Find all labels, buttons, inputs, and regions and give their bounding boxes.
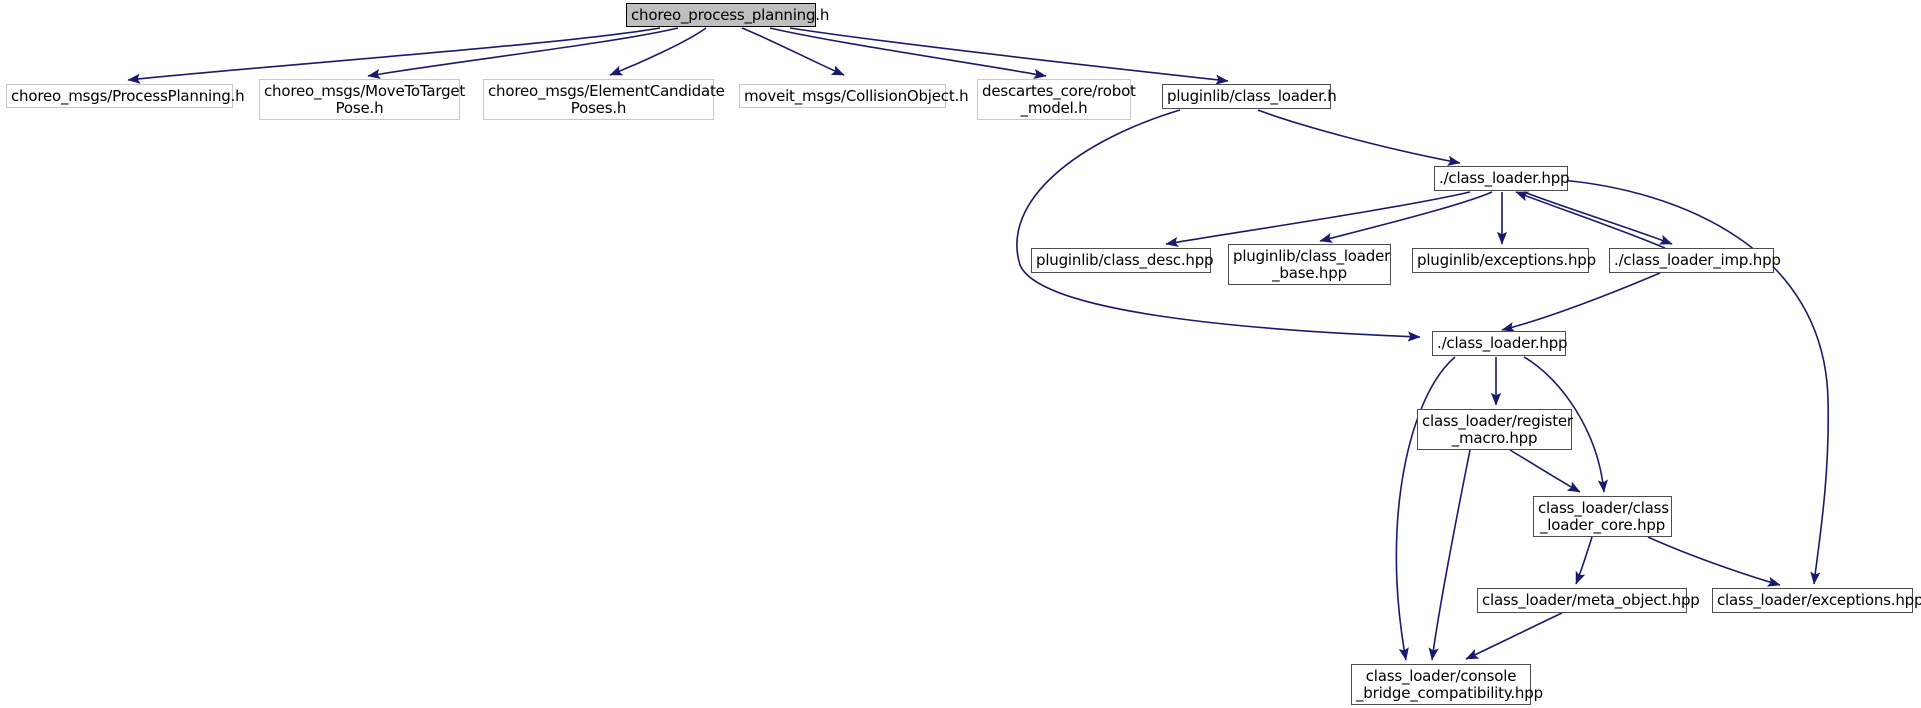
graph-node-pluginlibcl[interactable]: pluginlib/class_loader.h	[1162, 84, 1337, 109]
graph-node-regmacro[interactable]: class_loader/register _macro.hpp	[1417, 409, 1573, 450]
graph-edge-root-collisionobject	[741, 27, 845, 76]
graph-node-root[interactable]: choreo_process_planning.h	[626, 3, 830, 27]
graph-node-label: ./class_loader_imp.hpp	[1614, 251, 1781, 269]
graph-edge-clhppmid-console	[1395, 356, 1456, 661]
graph-edge-clcore-clexceptions	[1647, 536, 1781, 587]
graph-edge-pluginlibcl-clhpptop	[1257, 109, 1461, 166]
graph-node-label: moveit_msgs/CollisionObject.h	[744, 86, 969, 105]
graph-node-clcore[interactable]: class_loader/class _loader_core.hpp	[1533, 496, 1672, 537]
graph-node-label: class_loader/class _loader_core.hpp	[1538, 498, 1669, 534]
graph-node-label: class_loader/console _bridge_compatibili…	[1356, 666, 1543, 702]
graph-node-clhpp_mid[interactable]: ./class_loader.hpp	[1432, 331, 1568, 356]
graph-edge-pluginlibcl-clhppmid	[1016, 109, 1421, 342]
graph-edge-root-elementcand	[609, 27, 707, 76]
graph-node-label: ./class_loader.hpp	[1439, 169, 1570, 187]
graph-node-classdesc[interactable]: pluginlib/class_desc.hpp	[1031, 248, 1214, 273]
graph-node-plexceptions[interactable]: pluginlib/exceptions.hpp	[1412, 248, 1596, 273]
graph-node-robotmodel[interactable]: descartes_core/robot _model.h	[977, 79, 1136, 120]
graph-edge-regmacro-console	[1428, 449, 1471, 661]
graph-node-label: ./class_loader.hpp	[1437, 334, 1568, 352]
graph-node-label: class_loader/exceptions.hpp	[1717, 591, 1921, 609]
graph-node-label: choreo_msgs/ProcessPlanning.h	[11, 86, 245, 105]
graph-edge-root-movetotarget	[367, 27, 679, 80]
graph-node-label: pluginlib/class_desc.hpp	[1036, 251, 1214, 269]
graph-node-metaobject[interactable]: class_loader/meta_object.hpp	[1477, 588, 1700, 613]
graph-edge-clhpptop-classdesc	[1165, 191, 1471, 248]
graph-edge-root-processplanning	[127, 27, 661, 84]
graph-node-clhppimp[interactable]: ./class_loader_imp.hpp	[1609, 248, 1781, 273]
graph-edge-root-pluginlibcl	[789, 27, 1229, 85]
graph-node-label: descartes_core/robot _model.h	[982, 81, 1136, 117]
graph-node-label: pluginlib/exceptions.hpp	[1417, 251, 1596, 269]
graph-edge-clhpptop-clbase	[1319, 191, 1493, 243]
graph-node-clbase[interactable]: pluginlib/class_loader _base.hpp	[1228, 244, 1391, 285]
graph-edge-clhppimp-clhppmid	[1501, 272, 1661, 333]
graph-node-elementcand[interactable]: choreo_msgs/ElementCandidate Poses.h	[483, 79, 725, 120]
graph-node-label: choreo_msgs/ElementCandidate Poses.h	[488, 81, 725, 117]
graph-edge-regmacro-clcore	[1509, 449, 1581, 493]
graph-node-clhpp_top[interactable]: ./class_loader.hpp	[1434, 166, 1570, 191]
graph-edge-clcore-metaobject	[1575, 536, 1593, 585]
graph-node-consolebridge[interactable]: class_loader/console _bridge_compatibili…	[1351, 664, 1543, 705]
graph-edge-clhppimp-clhpptop	[1515, 191, 1666, 249]
graph-node-movetotarget[interactable]: choreo_msgs/MoveToTarget Pose.h	[259, 79, 466, 120]
graph-node-processplanning[interactable]: choreo_msgs/ProcessPlanning.h	[6, 84, 245, 108]
graph-node-label: choreo_process_planning.h	[631, 5, 830, 24]
graph-node-collisionobject[interactable]: moveit_msgs/CollisionObject.h	[739, 84, 969, 108]
graph-node-label: class_loader/meta_object.hpp	[1482, 591, 1700, 609]
graph-node-label: pluginlib/class_loader.h	[1167, 87, 1337, 105]
graph-edge-metaobject-console	[1465, 612, 1563, 660]
graph-node-clexceptions[interactable]: class_loader/exceptions.hpp	[1712, 588, 1921, 613]
graph-node-label: class_loader/register _macro.hpp	[1422, 411, 1573, 447]
graph-edge-root-robotmodel	[769, 27, 1047, 79]
graph-node-label: choreo_msgs/MoveToTarget Pose.h	[264, 81, 466, 117]
graph-node-label: pluginlib/class_loader _base.hpp	[1233, 246, 1391, 282]
graph-edge-clhpptop-clhppimp	[1523, 191, 1673, 245]
